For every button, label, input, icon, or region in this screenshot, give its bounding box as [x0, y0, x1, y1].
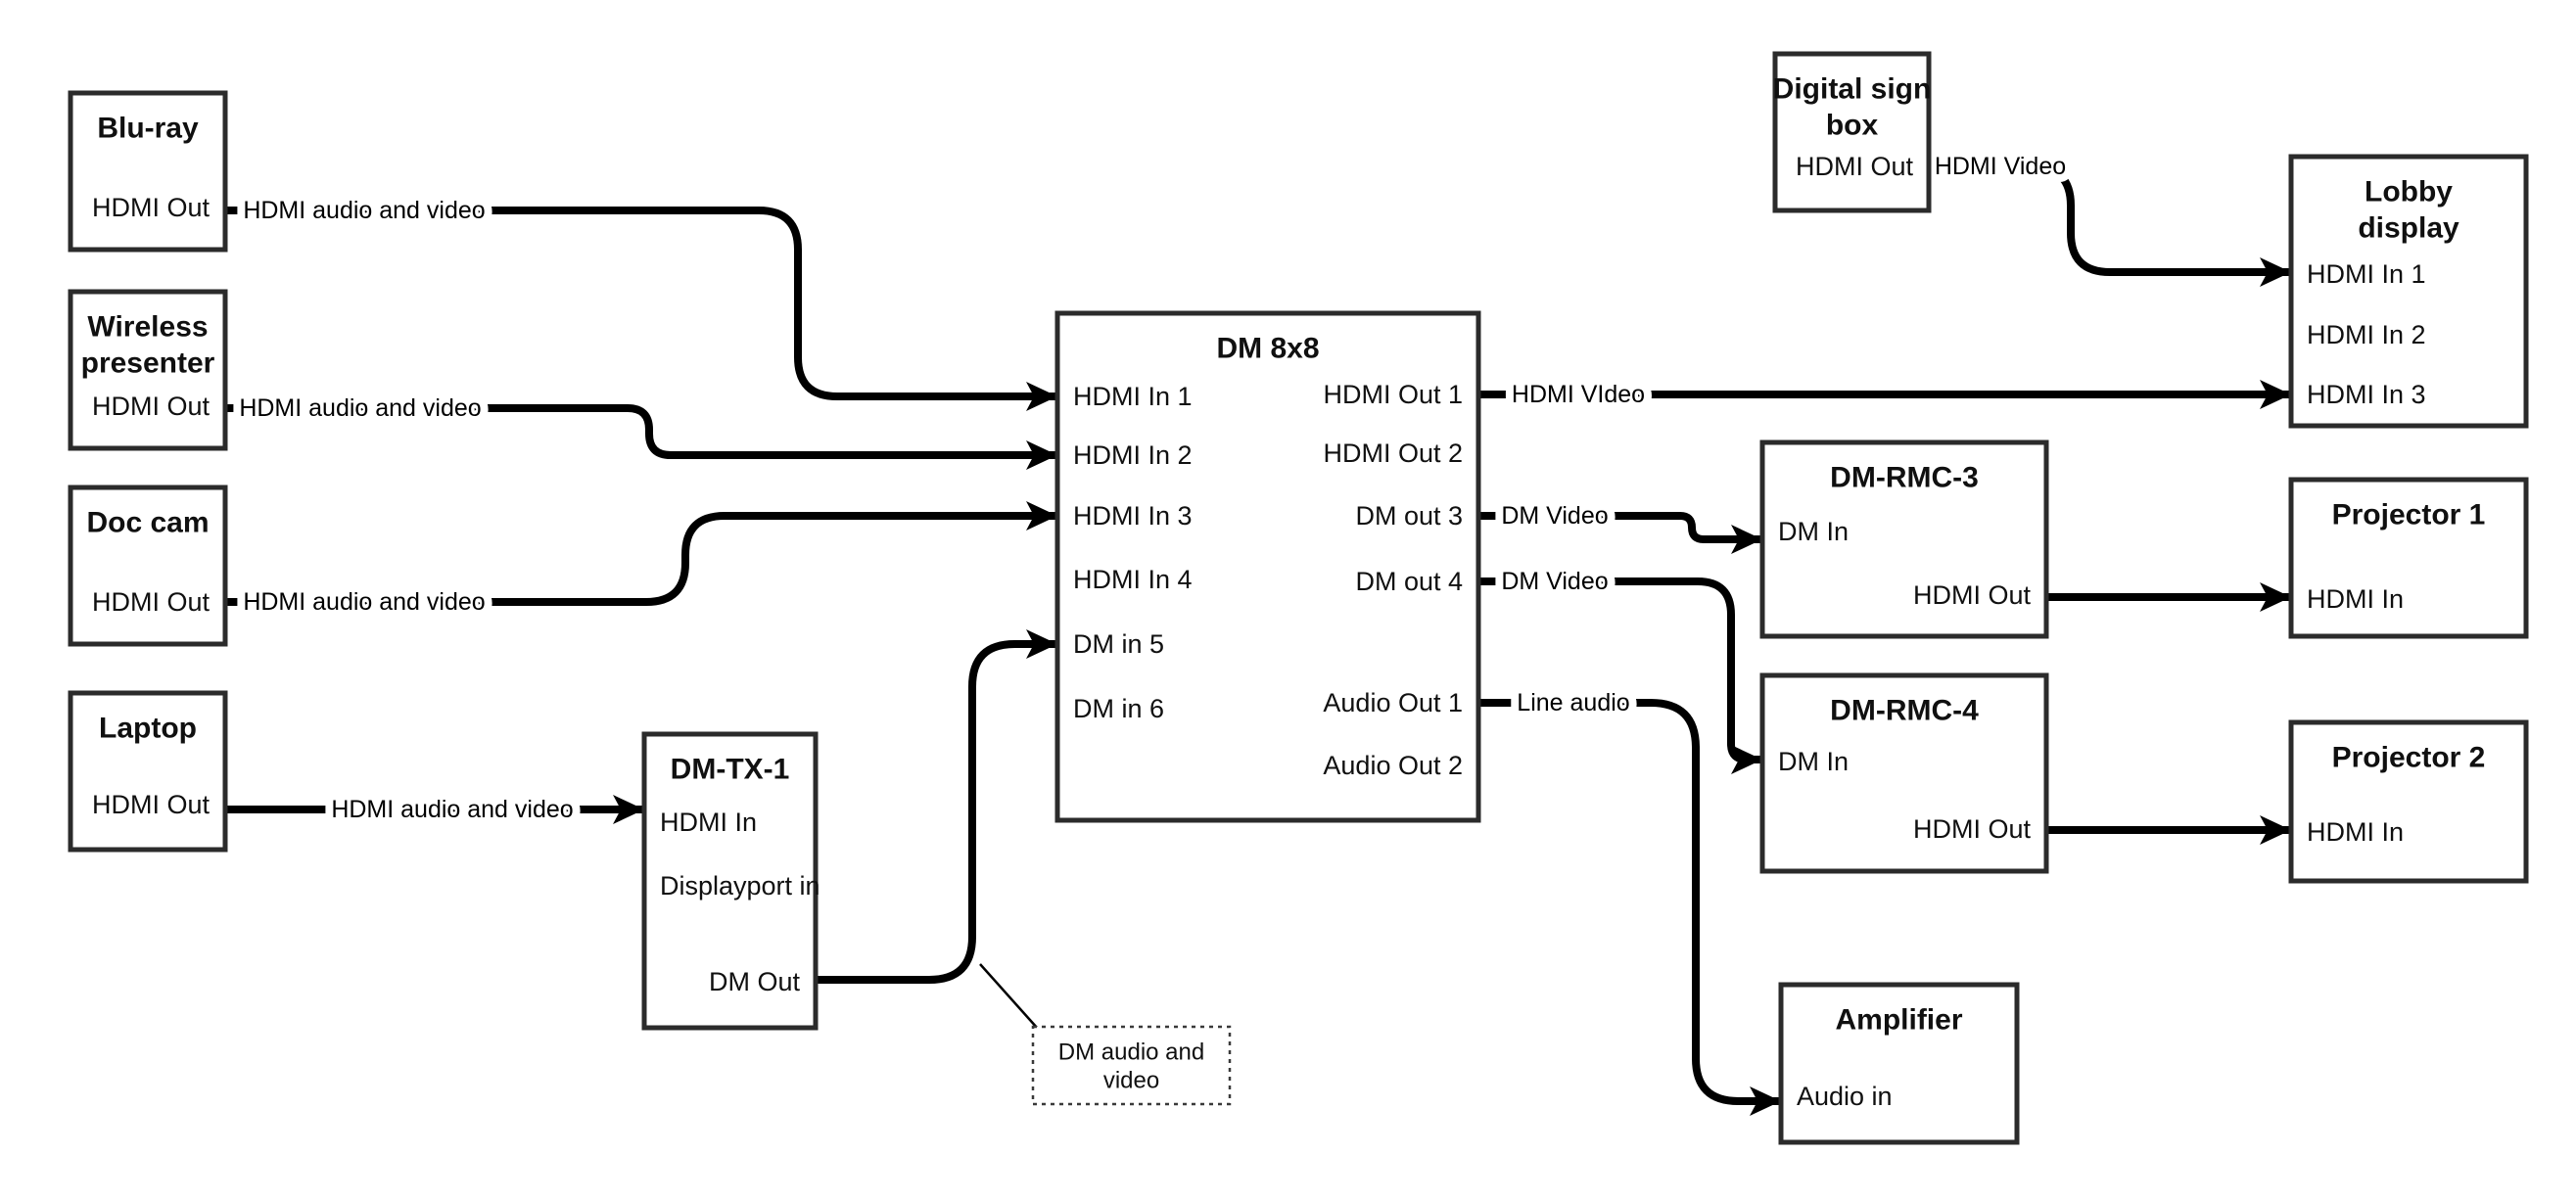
port-dm-rmc-4-hdmi-out: HDMI Out	[1913, 814, 2032, 844]
callout-box	[1031, 1025, 1232, 1106]
edge-dmtx1-to-dm8x8-in5	[812, 629, 1061, 984]
edge-label-digitalsign-to-lobby-in1: HDMI Video	[1935, 153, 2066, 180]
port-dm-rmc-3-dm-in: DM In	[1778, 517, 1849, 546]
node-wireless-presenter-title: presenter	[81, 347, 215, 380]
node-doc-cam-title: Doc cam	[86, 507, 209, 539]
node-projector-2-title: Projector 2	[2332, 742, 2486, 774]
port-dm-8x8-audio-out-2: Audio Out 2	[1323, 751, 1463, 780]
node-projector-1-title: Projector 1	[2332, 499, 2486, 531]
node-digital-sign-box-title: Digital sign	[1773, 73, 1932, 106]
node-dm-8x8-box	[1054, 310, 1481, 823]
edge-label-dm8x8-out4-to-dmrmc4: DM Video	[1501, 568, 1608, 595]
port-digital-sign-box-hdmi-out: HDMI Out	[1796, 152, 1914, 181]
port-projector-1-hdmi-in: HDMI In	[2307, 584, 2404, 614]
port-dm-8x8-hdmi-out-1: HDMI Out 1	[1323, 380, 1463, 409]
edge-wireless-to-dm8x8-in2	[221, 404, 1061, 470]
node-digital-sign-box-box	[1772, 51, 1932, 213]
node-projector-1-box	[2288, 477, 2529, 639]
port-wireless-presenter-hdmi-out: HDMI Out	[92, 392, 211, 421]
port-dm-8x8-dm-in-6: DM in 6	[1073, 694, 1164, 723]
node-bluray-title: Blu-ray	[97, 113, 199, 145]
edge-label-dm8x8-out1-to-lobby-in3: HDMI VIdeo	[1512, 381, 1645, 408]
port-dm-8x8-dm-in-5: DM in 5	[1073, 629, 1164, 659]
node-dm-rmc-4-title: DM-RMC-4	[1830, 695, 1979, 727]
edge-label-laptop-to-dmtx1: HDMI audio and video	[331, 796, 573, 823]
node-lobby-display-title: Lobby	[2365, 176, 2453, 208]
node-lobby-display-title: display	[2358, 212, 2459, 245]
node-dm-rmc-3-box	[1759, 439, 2049, 639]
node-dm-rmc-4-box	[1759, 672, 2049, 874]
edge-dm8x8-out3-to-dmrmc3	[1475, 512, 1766, 554]
port-dm-8x8-dm-out-3: DM out 3	[1355, 501, 1463, 531]
node-laptop-box	[68, 690, 228, 853]
edge-dm8x8-audio1-to-amplifier	[1475, 699, 1785, 1116]
port-dm-tx-1-hdmi-in: HDMI In	[660, 808, 757, 837]
port-doc-cam-hdmi-out: HDMI Out	[92, 587, 211, 617]
callout-label: video	[1103, 1068, 1159, 1094]
port-dm-8x8-hdmi-in-2: HDMI In 2	[1073, 440, 1193, 470]
port-dm-tx-1-displayport-in: Displayport in	[660, 871, 820, 901]
port-dm-8x8-hdmi-out-2: HDMI Out 2	[1323, 439, 1463, 468]
node-dm-tx-1-box	[641, 731, 819, 1031]
edge-label-dm8x8-out3-to-dmrmc3: DM Video	[1501, 502, 1608, 530]
node-amplifier-box	[1778, 982, 2020, 1145]
port-dm-rmc-4-dm-in: DM In	[1778, 747, 1849, 776]
edge-label-dm8x8-audio1-to-amplifier: Line audio	[1517, 689, 1629, 716]
node-wireless-presenter-title: Wireless	[87, 311, 208, 344]
node-dm-tx-1-title: DM-TX-1	[671, 754, 790, 786]
node-wireless-presenter-box	[68, 289, 228, 451]
callout-leader-line	[979, 963, 1039, 1030]
edge-doccam-to-dm8x8-in3	[221, 501, 1061, 606]
port-dm-8x8-hdmi-in-3: HDMI In 3	[1073, 501, 1193, 531]
node-bluray-box	[68, 90, 228, 253]
edge-digitalsign-to-lobby-in1	[1925, 162, 2295, 287]
node-dm-8x8-title: DM 8x8	[1216, 333, 1319, 365]
node-projector-2-box	[2288, 719, 2529, 884]
port-lobby-display-hdmi-in-2: HDMI In 2	[2307, 320, 2426, 349]
node-amplifier-title: Amplifier	[1835, 1004, 1962, 1037]
edge-dm8x8-out4-to-dmrmc4	[1475, 577, 1766, 774]
edge-label-doccam-to-dm8x8-in3: HDMI audio and video	[243, 588, 485, 616]
edge-label-bluray-to-dm8x8-in1: HDMI audio and video	[243, 197, 485, 224]
port-lobby-display-hdmi-in-1: HDMI In 1	[2307, 259, 2426, 289]
edge-bluray-to-dm8x8-in1	[221, 207, 1061, 411]
port-dm-rmc-3-hdmi-out: HDMI Out	[1913, 580, 2032, 610]
port-dm-8x8-audio-out-1: Audio Out 1	[1323, 688, 1463, 717]
port-dm-8x8-hdmi-in-1: HDMI In 1	[1073, 382, 1193, 411]
port-projector-2-hdmi-in: HDMI In	[2307, 817, 2404, 847]
port-dm-tx-1-dm-out: DM Out	[709, 967, 801, 996]
edge-label-wireless-to-dm8x8-in2: HDMI audio and video	[239, 394, 481, 422]
port-lobby-display-hdmi-in-3: HDMI In 3	[2307, 380, 2426, 409]
port-laptop-hdmi-out: HDMI Out	[92, 790, 211, 819]
node-lobby-display-box	[2288, 154, 2529, 429]
callout-label: DM audio and	[1058, 1039, 1204, 1066]
node-doc-cam-box	[68, 485, 228, 647]
port-bluray-hdmi-out: HDMI Out	[92, 193, 211, 222]
port-amplifier-audio-in: Audio in	[1797, 1082, 1893, 1111]
node-laptop-title: Laptop	[99, 713, 197, 745]
node-dm-rmc-3-title: DM-RMC-3	[1830, 462, 1979, 494]
node-digital-sign-box-title: box	[1826, 110, 1879, 142]
port-dm-8x8-hdmi-in-4: HDMI In 4	[1073, 565, 1193, 594]
port-dm-8x8-dm-out-4: DM out 4	[1355, 567, 1463, 596]
